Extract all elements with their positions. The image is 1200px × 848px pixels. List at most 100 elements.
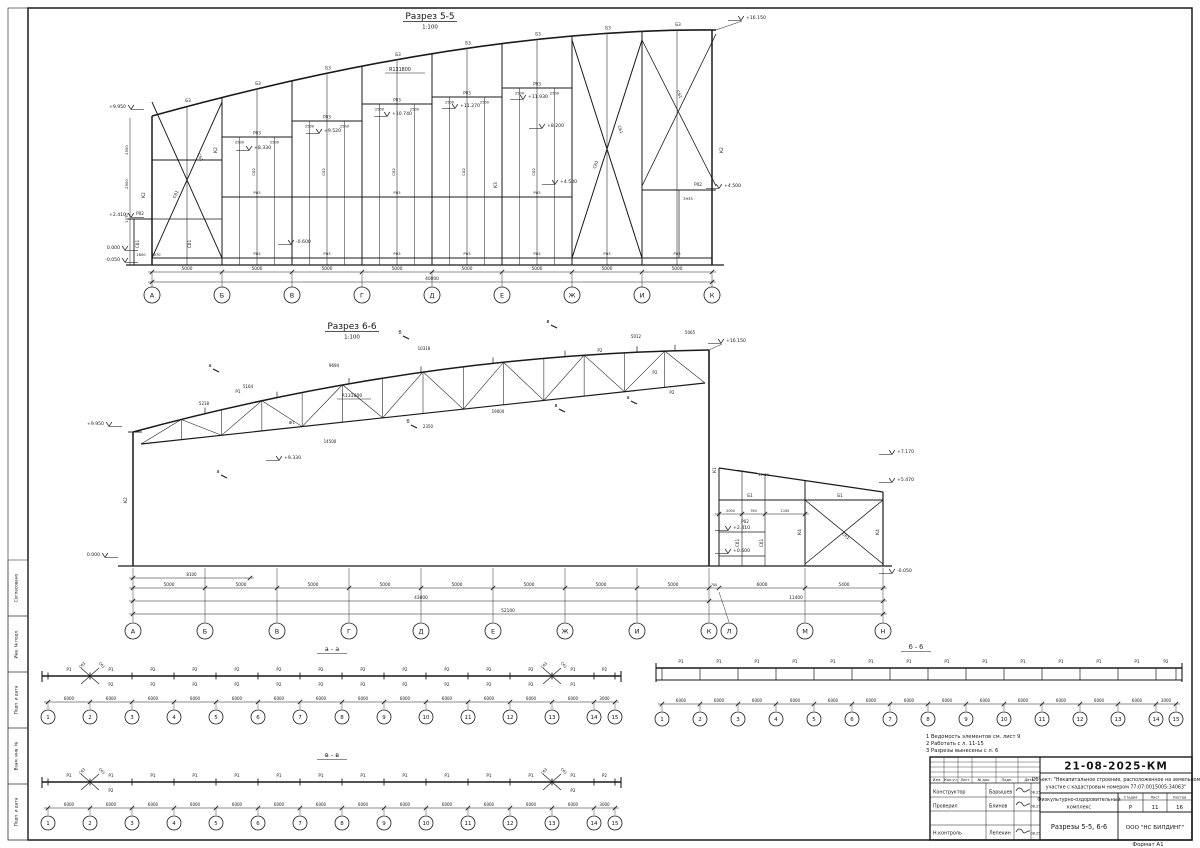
sheet-label: Лист bbox=[1150, 796, 1159, 800]
grid-bubble bbox=[692, 711, 708, 727]
top-chord bbox=[151, 29, 717, 117]
elev-mark bbox=[724, 525, 729, 531]
grid-bubble-label: Д bbox=[429, 291, 434, 299]
elev-mark bbox=[888, 568, 893, 574]
row-name-0: Барышев bbox=[989, 790, 1012, 796]
section-5-5-title: Разрез 5-5 bbox=[405, 12, 454, 22]
stud-label: С02 bbox=[321, 168, 326, 176]
dim-text: 2500 bbox=[375, 108, 385, 112]
grid-bubble-label: 5 bbox=[812, 717, 816, 723]
elev-mark bbox=[127, 212, 132, 218]
purlin-label: Р1 bbox=[1020, 659, 1026, 664]
purlin-label: Р2 bbox=[1163, 659, 1169, 664]
member-label: К4 bbox=[875, 529, 880, 535]
dim-text: 6000 bbox=[190, 696, 201, 701]
grid-bubble-label: В bbox=[275, 627, 279, 635]
sheet-number: 11 bbox=[1151, 805, 1159, 811]
title-block: 21-08-2025-КМ Объект: "Некапитальное стр… bbox=[929, 756, 1200, 841]
grid-bubble bbox=[996, 711, 1012, 727]
elevation-text: -0.050 bbox=[897, 568, 912, 574]
elev-mark bbox=[740, 15, 745, 21]
dim-text: 5000 bbox=[164, 582, 175, 588]
member-label: Р02 bbox=[136, 211, 144, 216]
grid-bubble bbox=[484, 622, 502, 640]
grid-bubble bbox=[1110, 711, 1126, 727]
dim-text: 5000 bbox=[596, 582, 607, 588]
grid-bubble bbox=[844, 711, 860, 727]
grid-bubble bbox=[82, 815, 98, 831]
grid-bubble-label: 13 bbox=[549, 821, 556, 827]
dim-text: 3935 bbox=[683, 196, 693, 201]
beam-label: Р03 bbox=[393, 98, 401, 103]
purlin-label: Р1 bbox=[830, 659, 836, 664]
cut-mark bbox=[220, 474, 228, 479]
signature-squiggle bbox=[1015, 787, 1031, 793]
grid-bubble-label: 7 bbox=[888, 717, 892, 723]
section-6-6-title: Разрез 6-6 bbox=[327, 322, 377, 332]
project-name-line-1: Физкультурно-оздоровительный bbox=[1037, 796, 1120, 803]
cut-mark bbox=[212, 368, 220, 373]
purlin-label: Р2 bbox=[570, 788, 576, 793]
grid-bubble-label: 2 bbox=[88, 715, 92, 721]
dim-text: 2500 bbox=[515, 92, 525, 96]
elev-mark bbox=[248, 145, 253, 151]
dim-text: 6000 bbox=[106, 802, 117, 807]
radius-label: R131800 bbox=[342, 393, 363, 399]
purlin-label: Р1 bbox=[150, 773, 156, 778]
purlin-label: Р2 bbox=[486, 682, 492, 687]
member-label: К2 bbox=[123, 497, 128, 503]
purlin-label: Р1 bbox=[66, 773, 72, 778]
elevation-text: +0.600 bbox=[733, 548, 750, 554]
grid-bubble bbox=[292, 709, 308, 725]
elevation-text: +8.330 bbox=[254, 145, 271, 151]
purlin-label: Р1 bbox=[570, 773, 576, 778]
elev-mark bbox=[541, 123, 546, 129]
elevation-text: +10.740 bbox=[392, 111, 412, 117]
grid-bubble bbox=[124, 622, 142, 640]
grid-bubble-label: 9 bbox=[382, 715, 386, 721]
member-label: Р2 bbox=[597, 348, 603, 353]
col-list: Лист bbox=[960, 778, 969, 782]
brace-label: С61 bbox=[560, 661, 568, 669]
grid-bubble bbox=[208, 815, 224, 831]
elevation-text: -0.050 bbox=[105, 257, 120, 263]
grid-bubble-label: 8 bbox=[926, 717, 930, 723]
slope-label: 12.6% bbox=[758, 472, 770, 477]
member-label: Р1 bbox=[235, 389, 241, 394]
elev-mark bbox=[554, 179, 559, 185]
elev-mark bbox=[101, 552, 106, 558]
grid-bubble bbox=[1148, 711, 1164, 727]
grid-bubble bbox=[334, 709, 350, 725]
dim-text: 6000 bbox=[790, 698, 801, 703]
dim-text: 6000 bbox=[1094, 698, 1105, 703]
grid-bubble-label: 8 bbox=[340, 715, 344, 721]
member-label: К2 bbox=[213, 147, 218, 153]
grid-bubble bbox=[720, 622, 738, 640]
grid-bubble bbox=[82, 709, 98, 725]
dim-tick bbox=[716, 511, 722, 517]
grid-bubble bbox=[460, 815, 476, 831]
dim-text: 6000 bbox=[316, 696, 327, 701]
grid-bubble-label: К bbox=[710, 291, 715, 299]
format-label: Формат А1 bbox=[1132, 842, 1163, 848]
grid-bubble bbox=[654, 711, 670, 727]
chord-label: Б3 bbox=[535, 32, 541, 37]
row-role-0: Конструктор bbox=[933, 790, 965, 796]
dim-text: 1070 bbox=[124, 213, 129, 223]
member-label: С61 bbox=[675, 90, 683, 100]
elev-mark bbox=[727, 525, 732, 531]
dim-text: 5000 bbox=[252, 266, 263, 272]
member-label: С01 bbox=[759, 539, 764, 548]
grid-bubble-label: 5 bbox=[214, 715, 218, 721]
dim-text: 6000 bbox=[568, 696, 579, 701]
elevation-text: +8.200 bbox=[547, 123, 564, 129]
grid-bubble-label: Ж bbox=[561, 627, 568, 635]
purlin-label: Р1 bbox=[716, 659, 722, 664]
dim-text: 6000 bbox=[904, 698, 915, 703]
grid-bubble-label: 9 bbox=[382, 821, 386, 827]
dim-text: 2350 bbox=[423, 424, 434, 429]
cut-mark bbox=[550, 324, 558, 329]
grid-bubble-label: 12 bbox=[507, 715, 514, 721]
